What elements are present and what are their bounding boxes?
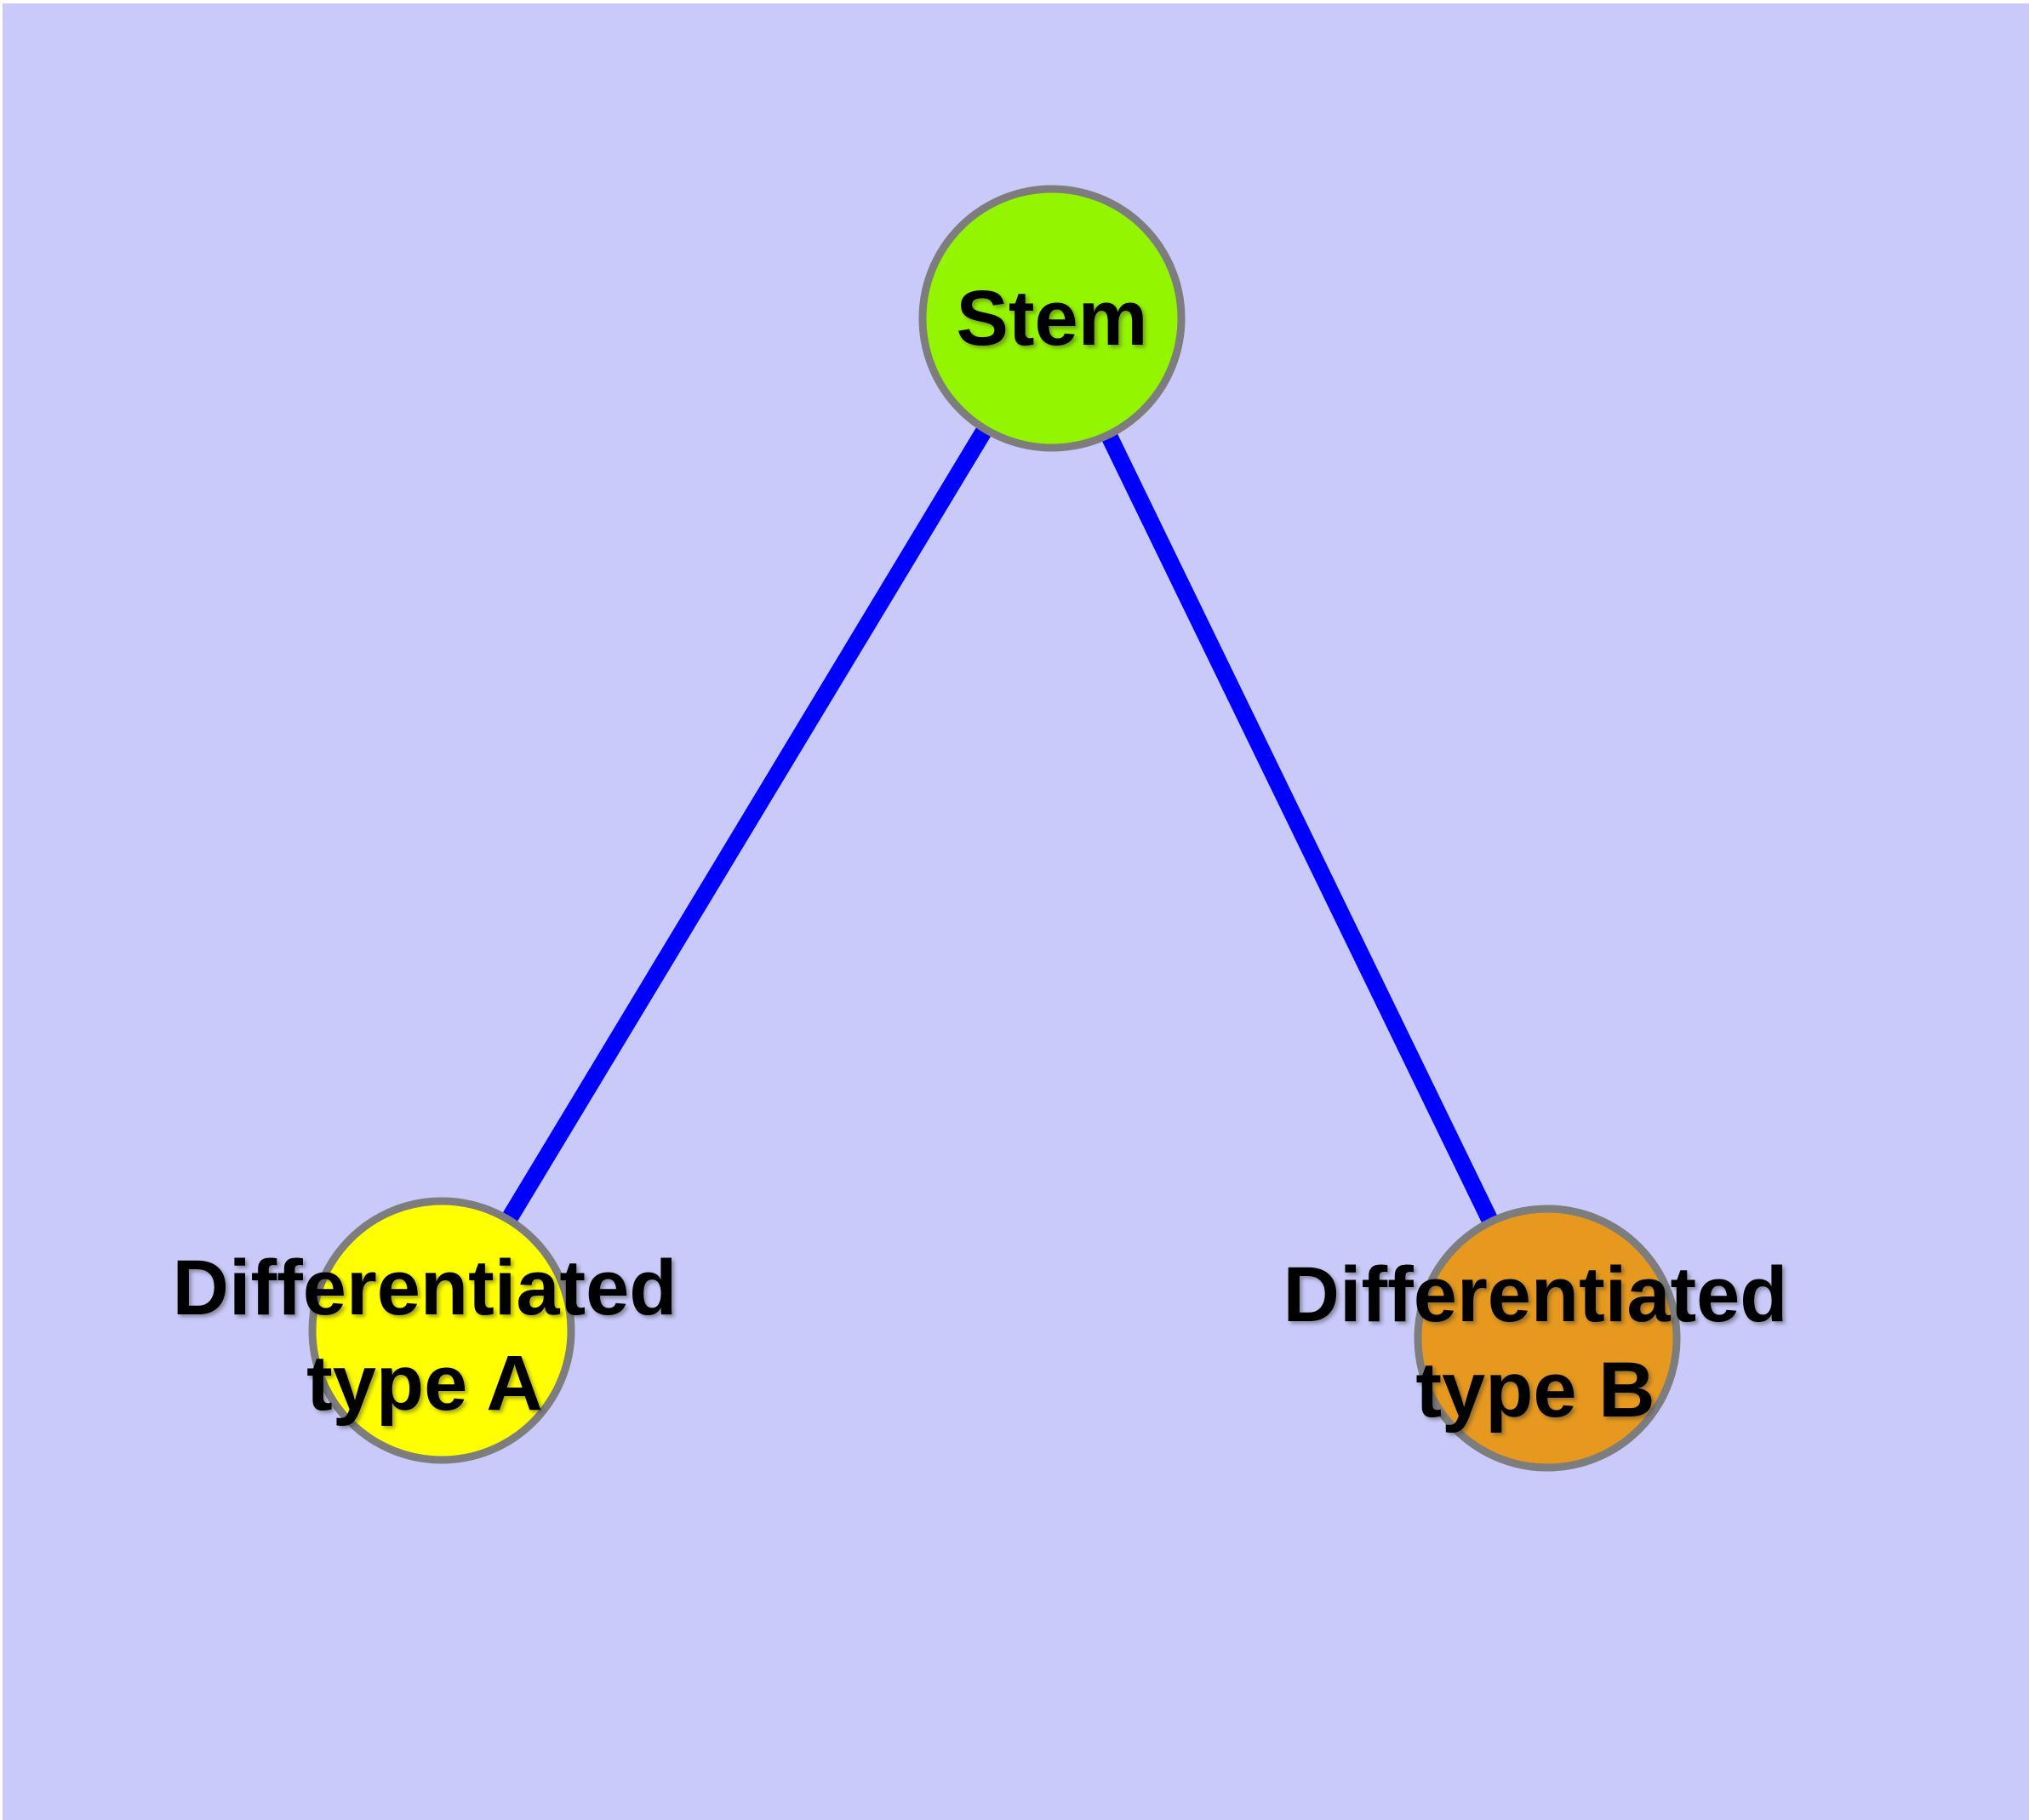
node-type-a-label-line-2: type A — [306, 1340, 543, 1427]
node-type-a-label-line-1: Differentiated — [172, 1245, 677, 1331]
node-type-b-circle — [1414, 1205, 1681, 1472]
node-type-a-label: Differentiated type A — [173, 1240, 677, 1431]
node-stem-label-line-1: Stem — [956, 275, 1148, 362]
node-type-b-label: Differentiated type B — [1283, 1247, 1788, 1438]
node-type-b-label-line-1: Differentiated — [1283, 1251, 1788, 1338]
edge-stem-to-type-b — [1044, 314, 1555, 1342]
node-stem-circle — [918, 185, 1186, 452]
node-type-a-circle — [308, 1197, 575, 1464]
edge-stem-to-type-a — [434, 313, 1060, 1336]
node-type-b-label-line-2: type B — [1415, 1347, 1655, 1434]
node-stem-label: Stem — [957, 271, 1148, 366]
